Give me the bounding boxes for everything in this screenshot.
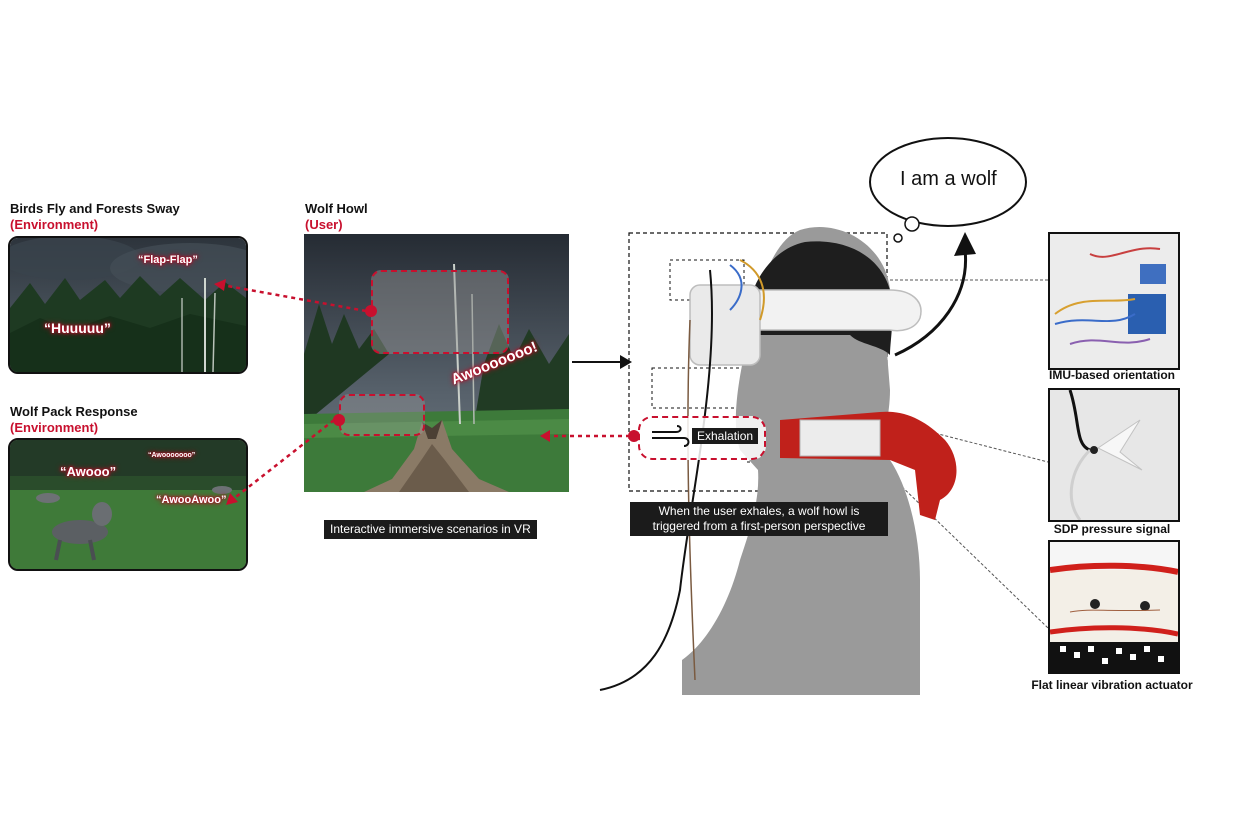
actuator-illustration <box>1050 542 1178 672</box>
pack-panel-title: Wolf Pack Response <box>10 404 138 419</box>
exhalation-marker <box>628 430 640 442</box>
exhalation-label: Exhalation <box>692 428 759 444</box>
vr-first-person-illustration <box>304 234 569 492</box>
forest-storm-illustration <box>10 238 246 372</box>
setup-caption: When the user exhales, a wolf howl is tr… <box>630 502 888 536</box>
imu-board-illustration <box>1050 234 1178 368</box>
imu-photo <box>1048 232 1180 370</box>
sdp-photo <box>1048 388 1180 522</box>
sound-label-huuuuu: “Huuuuu” <box>44 320 111 336</box>
actuator-photo <box>1048 540 1180 674</box>
sdp-sensor-illustration <box>1050 390 1178 520</box>
wolf-pack-illustration <box>10 440 246 569</box>
actuator-caption: Flat linear vibration actuator <box>1031 678 1193 692</box>
thought-bubble-text: I am a wolf <box>900 168 997 190</box>
sound-label-awooawoo: “AwooAwoo” <box>156 494 227 506</box>
wolf-pack-scene: “Awooo” “Awooooooo” “AwooAwoo” <box>8 438 248 571</box>
pack-panel-subtitle: (Environment) <box>10 420 99 435</box>
birds-panel-subtitle: (Environment) <box>10 217 99 232</box>
birds-forest-scene: “Flap-Flap” “Huuuuu” <box>8 236 248 374</box>
sky-region-marker <box>365 305 377 317</box>
user-silhouette-illustration <box>599 137 1027 695</box>
imu-caption: IMU-based orientation <box>1048 368 1175 382</box>
birds-panel-title: Birds Fly and Forests Sway <box>10 201 180 216</box>
vr-scene-caption: Interactive immersive scenarios in VR <box>324 520 537 539</box>
sdp-caption: SDP pressure signal <box>1053 522 1171 536</box>
pack-region-marker <box>333 414 345 426</box>
setup-caption-line-2: triggered from a first-person perspectiv… <box>652 519 866 533</box>
breath-icon <box>650 424 690 448</box>
howl-panel-subtitle: (User) <box>305 217 343 232</box>
howl-vr-scene: Awooooooo! <box>304 234 569 492</box>
sound-label-awooo: “Awooo” <box>60 464 117 479</box>
sound-label-awooooooo: “Awooooooo” <box>148 452 196 459</box>
setup-caption-line-1: When the user exhales, a wolf howl is <box>658 504 860 518</box>
howl-panel-title: Wolf Howl <box>305 201 368 216</box>
sound-label-flap: “Flap-Flap” <box>138 254 198 266</box>
